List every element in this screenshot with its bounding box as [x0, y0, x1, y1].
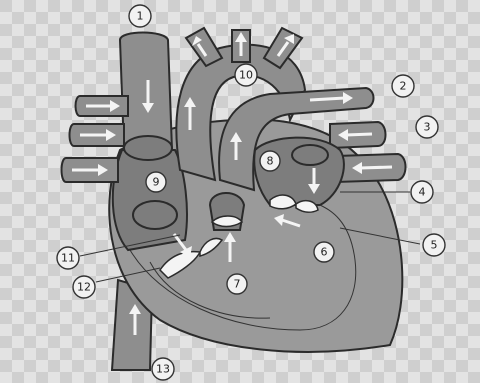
label-7: 7	[227, 274, 247, 294]
label-text: 9	[153, 176, 160, 189]
label-5: 5	[423, 234, 445, 256]
label-text: 1	[137, 10, 144, 23]
coronary-sinus	[133, 201, 177, 229]
label-1: 1	[129, 5, 151, 27]
arrow-lpv2	[360, 167, 392, 168]
pulmonary-vein-opening	[292, 145, 328, 165]
vena-cava-opening	[124, 136, 172, 160]
label-6: 6	[314, 242, 334, 262]
label-13: 13	[152, 358, 174, 380]
label-text: 2	[400, 80, 407, 93]
label-text: 5	[431, 239, 438, 252]
label-11: 11	[57, 247, 79, 269]
label-3: 3	[416, 116, 438, 138]
label-text: 4	[419, 186, 426, 199]
label-text: 13	[156, 363, 170, 376]
label-10: 10	[235, 64, 257, 86]
label-text: 7	[234, 278, 241, 291]
label-2: 2	[392, 75, 414, 97]
label-text: 8	[267, 155, 274, 168]
label-12: 12	[73, 276, 95, 298]
label-9: 9	[146, 172, 166, 192]
label-4: 4	[411, 181, 433, 203]
label-text: 6	[321, 246, 328, 259]
label-text: 10	[239, 69, 253, 82]
label-text: 12	[77, 281, 91, 294]
arrow-pulmonary	[310, 98, 345, 100]
label-text: 3	[424, 121, 431, 134]
label-8: 8	[260, 151, 280, 171]
arrow-lpv1	[346, 134, 372, 135]
label-text: 11	[61, 252, 75, 265]
